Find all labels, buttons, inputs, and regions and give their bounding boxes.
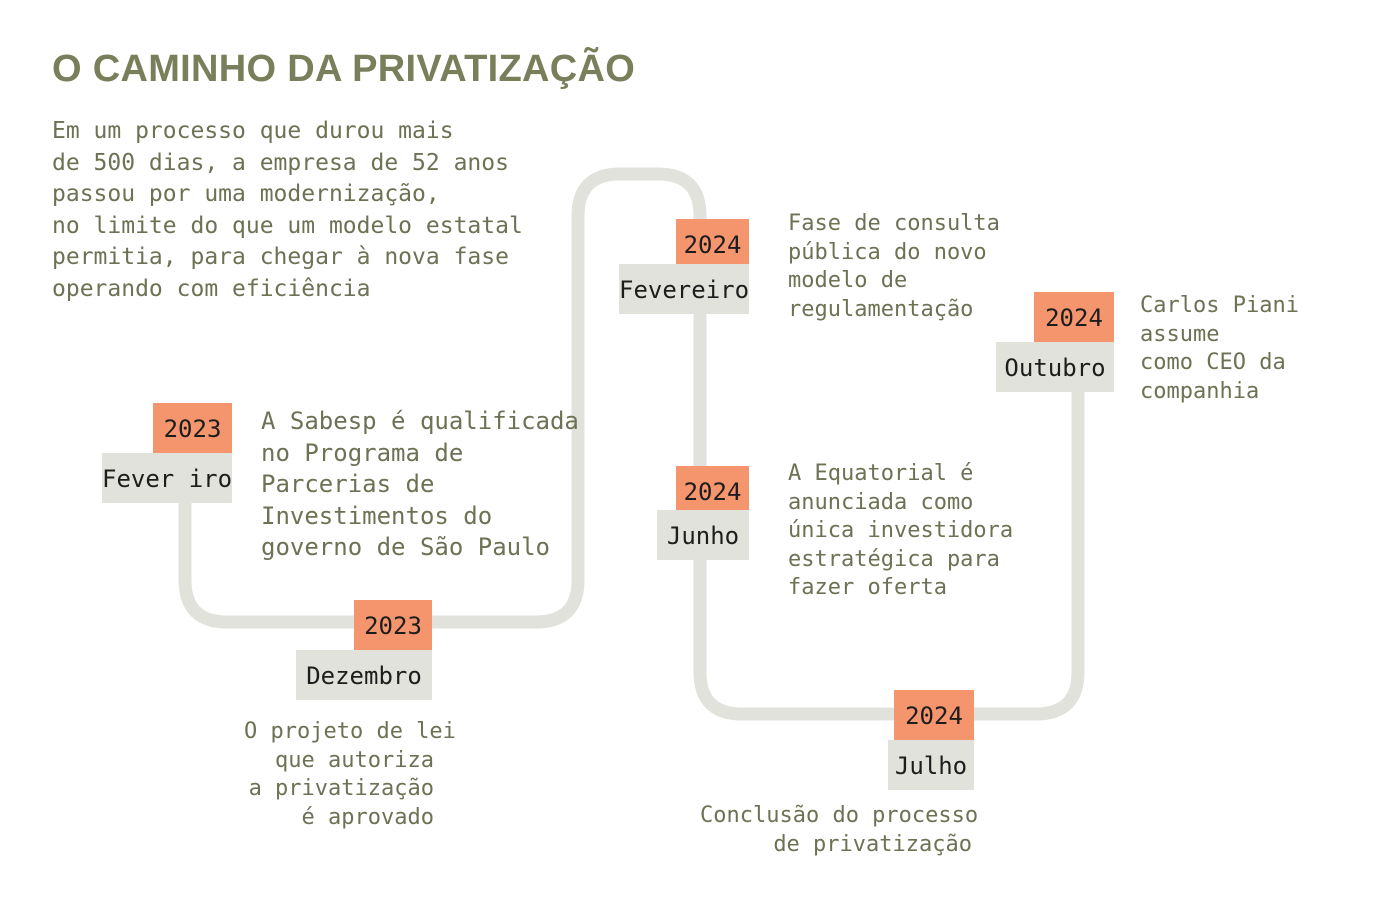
page-title: O CAMINHO DA PRIVATIZAÇÃO xyxy=(52,48,636,90)
event-description-line: como CEO da xyxy=(1140,350,1286,375)
event-description-line: estratégica para xyxy=(788,546,1000,572)
intro-line: no limite do que um modelo estatal xyxy=(52,212,523,239)
event-description-line: Fase de consulta xyxy=(788,211,1000,236)
intro-line: Em um processo que durou mais xyxy=(52,118,454,144)
event-description: Conclusão do processo de privatização xyxy=(700,802,979,859)
event-month-label: Outubro xyxy=(996,342,1114,392)
event-year-badge: 2024 xyxy=(676,466,749,516)
intro-line: permitia, para chegar à nova fase xyxy=(52,244,509,270)
event-year-badge: 2023 xyxy=(153,403,232,453)
event-description-line: companhia xyxy=(1140,378,1260,404)
event-year-badge: 2024 xyxy=(894,690,974,740)
event-description-line: regulamentação xyxy=(788,296,974,322)
event-year-badge: 2024 xyxy=(676,219,749,269)
event-description-line: Investimentos do xyxy=(261,501,493,530)
event-description-line: A Equatorial é xyxy=(788,461,974,486)
event-description-line: Parcerias de xyxy=(261,470,435,498)
intro-text: Em um processo que durou mais de 500 dia… xyxy=(52,116,523,305)
event-month-label: Junho xyxy=(657,510,749,560)
event-description-line: Conclusão do processo xyxy=(700,803,979,828)
event-description-line: A Sabesp é qualificada xyxy=(261,407,579,435)
event-description-line: no Programa de xyxy=(261,438,464,467)
event-description-line: assume xyxy=(1140,321,1220,347)
event-description-line: que autoriza xyxy=(275,747,434,773)
event-description-line: O projeto de lei xyxy=(244,719,456,744)
event-description-line: é aprovado xyxy=(301,804,434,830)
event-description-line: modelo de xyxy=(788,268,908,293)
event-description-line: Carlos Piani xyxy=(1140,293,1299,318)
event-description-line: de privatização xyxy=(773,831,972,857)
event-year-badge: 2024 xyxy=(1034,292,1114,342)
event-description: Fase de consulta pública do novo modelo … xyxy=(788,210,1000,324)
event-year-badge: 2023 xyxy=(354,600,432,650)
intro-line: passou por uma modernização, xyxy=(52,181,440,207)
event-description-line: governo de São Paulo xyxy=(261,533,550,561)
event-month-label: Fever iro xyxy=(102,453,232,503)
intro-line: de 500 dias, a empresa de 52 anos xyxy=(52,149,509,176)
event-description-line: pública do novo xyxy=(788,239,987,265)
event-description-line: anunciada como xyxy=(788,489,974,515)
event-month-label: Fevereiro xyxy=(619,264,749,314)
event-description: Carlos Piani assume como CEO da companhi… xyxy=(1140,292,1299,406)
intro-line: operando com eficiência xyxy=(52,275,371,302)
event-description-line: a privatização xyxy=(248,776,434,801)
event-description: A Sabesp é qualificada no Programa de Pa… xyxy=(261,406,579,564)
event-description-line: única investidora xyxy=(788,518,1014,543)
event-month-label: Julho xyxy=(888,740,974,790)
event-description-line: fazer oferta xyxy=(788,575,947,600)
event-description: O projeto de lei que autoriza a privatiz… xyxy=(244,718,456,832)
event-month-label: Dezembro xyxy=(296,650,432,700)
event-description: A Equatorial é anunciada como única inve… xyxy=(788,460,1013,603)
